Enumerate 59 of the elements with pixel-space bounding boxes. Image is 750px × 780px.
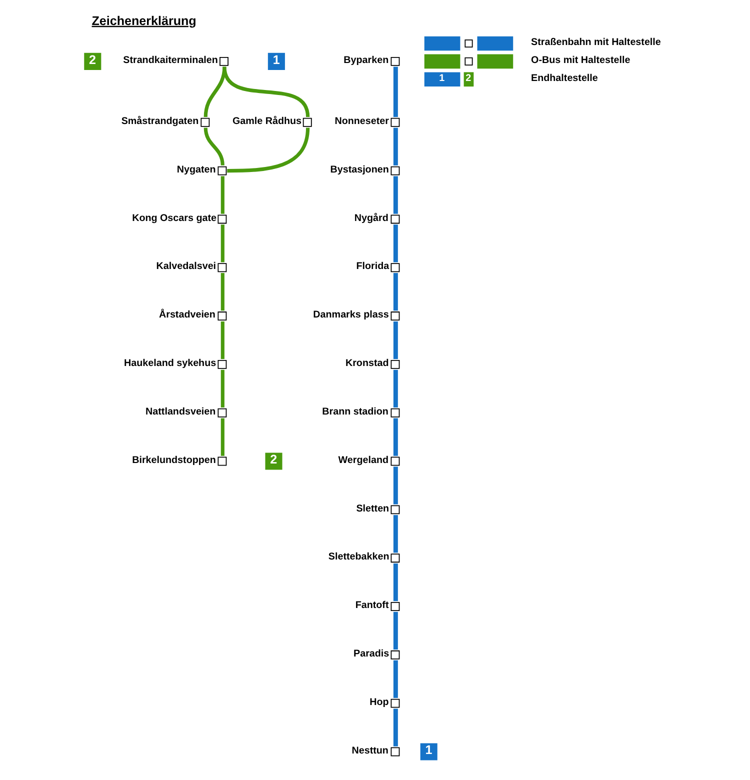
connector [392,128,398,166]
node-label: Hop [369,696,388,708]
connector [392,660,398,698]
connector [220,273,224,311]
node-label: Nonneseter [334,116,388,128]
connector [392,370,398,408]
node-label: Florida [356,261,389,272]
node-label: Nygaten [176,164,216,176]
node-label: Småstrandgaten [120,116,198,128]
node-label: Kronstad [344,358,388,370]
node-label: Paradis [353,648,389,660]
node-box: 2 [264,452,282,470]
node-label: Gamle Rådhus [232,116,302,128]
node-label: Nattlandsveien [145,406,216,418]
node-label: Kong Oscars gate [132,212,216,224]
connector [203,128,224,166]
connector [226,128,310,173]
connector [392,418,398,456]
connector [220,176,224,214]
node-box: 1 [420,743,437,760]
node-label: Bystasjonen [330,164,388,176]
node-label: Strandkaiterminalen [122,55,218,66]
node-label: Haukeland sykehus [124,358,216,370]
connector [392,612,398,650]
node-label: Birkelundstoppen [132,454,216,466]
legend-label: Endhaltestelle [530,72,598,84]
label: 2 [465,72,471,84]
connector [220,418,224,456]
legend-label: Straßenbahn mit Haltestelle [530,37,660,48]
connector [220,321,224,360]
connector [392,224,398,262]
legend-label: O-Bus mit Haltestelle [530,55,630,66]
connector [392,708,398,746]
node-label: Kalvedalsvei [156,261,216,272]
connector [392,466,398,504]
connector [222,66,310,118]
connector [392,66,398,118]
diagram-title: Zeichenerklärung [91,14,196,28]
node-label: Nygård [354,212,388,224]
node-label: Fantoft [354,600,388,612]
label: 1 [438,72,444,84]
node-box: 2 [84,52,101,70]
node-label: Byparken [343,55,388,66]
connector [220,370,224,408]
connector [392,176,398,214]
connector [203,66,226,118]
connector [220,224,224,262]
node-label: Danmarks plass [312,310,388,321]
connector [392,563,398,602]
node-label: Slettebakken [328,552,389,563]
connector [392,515,398,553]
node-label: Brann stadion [322,406,388,418]
node-label: Nesttun [351,745,388,756]
connector [392,321,398,360]
node-label: Årstadveien [158,310,215,321]
connector [392,273,398,311]
node-label: Sletten [356,503,389,514]
node-label: Wergeland [338,454,388,466]
node-box: 1 [267,52,284,70]
